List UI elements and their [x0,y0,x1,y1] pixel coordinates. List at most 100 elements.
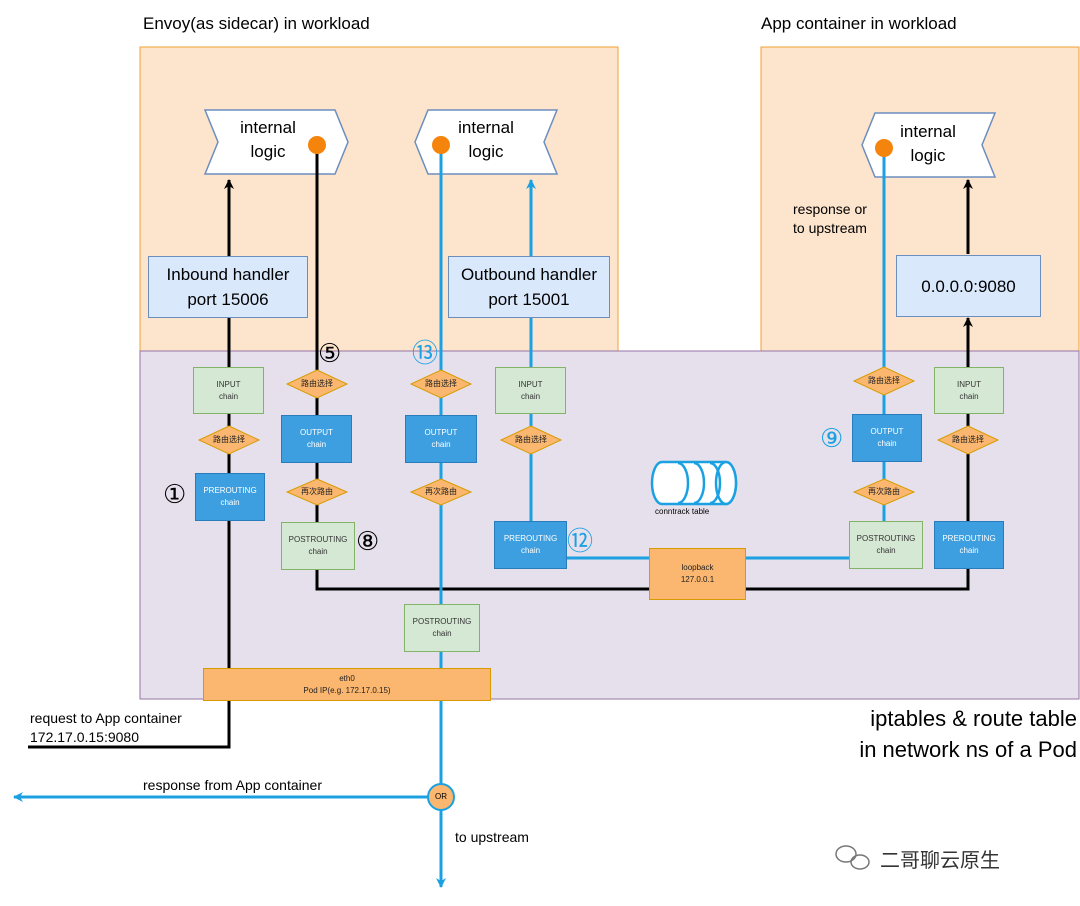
envoy-region-title: Envoy(as sidecar) in workload [143,14,370,33]
app-logic-line2: logic [910,146,946,165]
inbound-handler-port: port 15006 [187,290,269,309]
reroute-decision-1-label: 再次路由 [301,487,333,496]
chain-name: PREROUTING [203,486,257,495]
inbound-logic-line2: logic [250,142,286,161]
chain-name: OUTPUT [424,428,458,437]
route-decision-output-3 [852,366,916,396]
prerouting-chain-2: PREROUTING chain [494,521,567,569]
chain-suffix: chain [876,546,896,555]
chain-name: INPUT [518,379,543,389]
outbound-logic-label: internal logic [444,116,528,164]
step-13-marker: ⑬ [412,338,439,368]
route-decision-output-2 [409,369,473,399]
request-label-line2: 172.17.0.15:9080 [30,729,139,745]
output-chain-1: OUTPUT chain [281,415,352,463]
route-decision-input-2-label: 路由选择 [515,435,547,444]
step-8-marker: ⑧ [356,526,380,556]
outbound-handler: Outbound handler port 15001 [448,256,610,318]
chain-suffix: chain [308,547,328,556]
app-region-title: App container in workload [761,14,957,33]
chain-name: OUTPUT [870,427,904,436]
output-chain-2: OUTPUT chain [405,415,477,463]
input-chain-2: INPUT chain [495,367,566,414]
chain-suffix: chain [959,391,979,401]
outbound-handler-name: Outbound handler [460,265,598,284]
inbound-logic-shape [203,109,349,175]
step-5-marker: ⑤ [318,338,342,368]
request-label-line1: request to App container [30,710,182,726]
app-logic-shape [861,112,997,178]
route-decision-input-3 [936,425,1000,455]
route-decision-output-2-label: 路由选择 [425,379,457,388]
outbound-logic-shape [414,109,559,175]
inbound-logic-dot [308,136,326,154]
chain-suffix: chain [218,391,239,401]
eth0-name: eth0 [339,673,355,683]
inbound-logic-line1: internal [240,118,296,137]
reroute-decision-2-label: 再次路由 [425,487,457,496]
app-listener: 0.0.0.0:9080 [896,255,1041,317]
route-decision-input-1-label: 路由选择 [213,435,245,444]
response-or-upstream-line2: to upstream [793,220,867,236]
chain-suffix: chain [431,440,451,449]
chain-name: PREROUTING [942,534,996,543]
chain-name: OUTPUT [300,428,333,437]
netns-title-line1: iptables & route table [870,706,1077,731]
inbound-logic-label: internal logic [226,116,310,164]
outbound-logic-line1: internal [458,118,514,137]
to-upstream-label: to upstream [455,829,529,845]
response-or-upstream-line1: response or [793,201,867,217]
or-label: OR [435,792,447,801]
or-junction [427,783,455,811]
step-9-marker: ⑨ [820,423,844,453]
chain-name: INPUT [957,379,981,389]
route-decision-input-2 [499,425,563,455]
chain-name: POSTROUTING [288,535,348,544]
route-decision-output-1 [285,369,349,399]
prerouting-chain-3: PREROUTING chain [934,521,1004,569]
route-decision-output-3-label: 路由选择 [868,376,900,385]
loopback-box: loopback 127.0.0.1 [649,548,746,600]
chain-suffix: chain [520,391,541,401]
outbound-logic-dot [432,136,450,154]
app-logic-dot [875,139,893,157]
response-from-app-label: response from App container [143,777,322,793]
netns-region-title: iptables & route table in network ns of … [795,703,1077,765]
chain-suffix: chain [306,440,327,449]
eth0-pod-ip: Pod IP(e.g. 172.17.0.15) [303,685,391,695]
postrouting-chain-1: POSTROUTING chain [281,522,355,570]
route-decision-input-3-label: 路由选择 [952,435,984,444]
app-logic-label: internal logic [886,120,970,168]
outbound-handler-port: port 15001 [488,290,570,309]
chain-suffix: chain [520,546,541,555]
response-or-upstream-label: response or to upstream [793,200,867,238]
inbound-handler: Inbound handler port 15006 [148,256,308,318]
chain-name: PREROUTING [503,534,558,543]
step-12-marker: ⑫ [567,526,594,556]
reroute-decision-3 [852,478,916,506]
netns-title-line2: in network ns of a Pod [859,737,1077,762]
eth0-box: eth0 Pod IP(e.g. 172.17.0.15) [203,668,491,701]
route-decision-input-1 [197,425,261,455]
request-label: request to App container 172.17.0.15:908… [30,709,182,747]
postrouting-chain-2: POSTROUTING chain [849,521,923,569]
conntrack-label: conntrack table [655,507,710,516]
chain-name: POSTROUTING [856,534,916,543]
inbound-handler-name: Inbound handler [166,265,290,284]
outbound-logic-line2: logic [468,142,504,161]
postrouting-chain-eth0: POSTROUTING chain [404,604,480,652]
watermark: 二哥聊云原生 [880,850,1000,872]
chain-name: POSTROUTING [412,617,472,626]
chain-suffix: chain [877,439,897,448]
step-1-marker: ① [163,479,187,509]
conntrack-icon [650,460,738,506]
chain-suffix: chain [432,629,452,638]
output-chain-3: OUTPUT chain [852,414,922,462]
reroute-decision-1 [285,478,349,506]
app-listener-address: 0.0.0.0:9080 [921,276,1016,296]
app-logic-line1: internal [900,122,956,141]
chain-suffix: chain [959,546,979,555]
wechat-icon [835,845,870,870]
